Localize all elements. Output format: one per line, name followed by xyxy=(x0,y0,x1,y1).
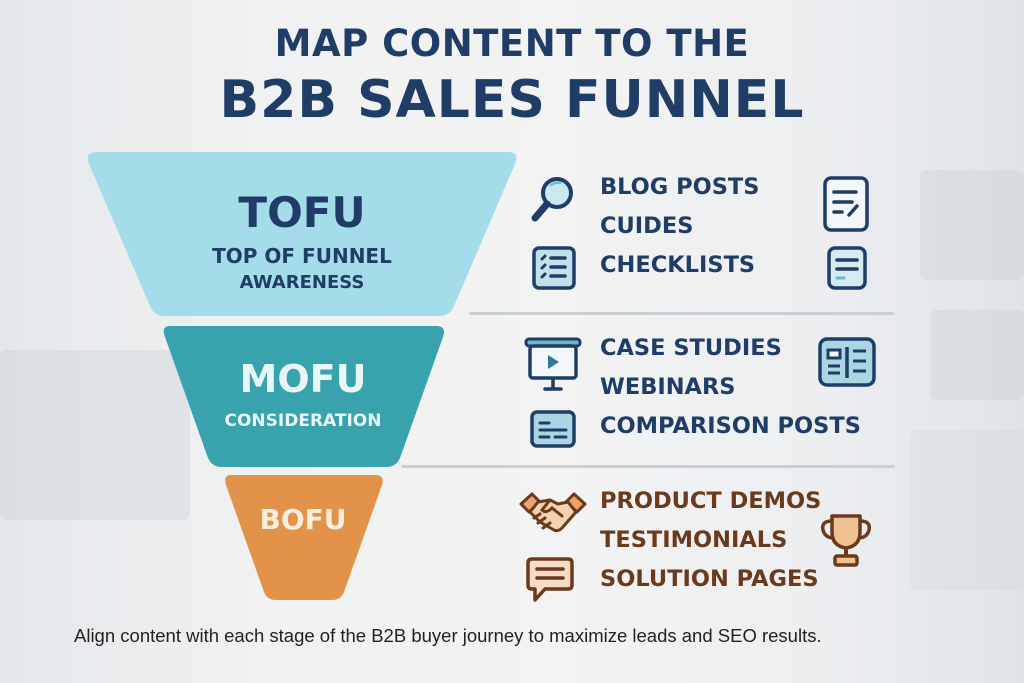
background-decoration xyxy=(930,310,1024,400)
footer-caption: Align content with each stage of the B2B… xyxy=(74,625,822,646)
handshake-icon xyxy=(519,492,587,533)
document-edit-icon xyxy=(823,176,869,232)
mofu-name: MOFU xyxy=(239,357,367,401)
text-block-icon xyxy=(530,410,576,448)
mofu-item: CASE STUDIES xyxy=(600,335,782,361)
mofu-label: MOFU CONSIDERATION xyxy=(170,356,436,434)
magnifier-icon xyxy=(531,177,573,222)
bofu-label: BOFU xyxy=(231,502,375,538)
mofu-description: CONSIDERATION xyxy=(224,411,382,431)
title-line-2: B2B SALES FUNNEL xyxy=(219,70,805,130)
checklist-icon xyxy=(532,246,576,290)
mofu-segment xyxy=(163,326,445,467)
tofu-name: TOFU xyxy=(238,188,366,237)
mofu-item: WEBINARS xyxy=(600,374,736,400)
divider-mofu-bofu xyxy=(401,465,895,468)
tofu-subtitle: TOP OF FUNNEL xyxy=(212,244,392,268)
background-decoration xyxy=(910,430,1024,590)
document-lines-icon xyxy=(827,246,867,290)
mofu-item: COMPARISON POSTS xyxy=(600,413,861,439)
background-decoration xyxy=(920,170,1024,280)
bofu-item: PRODUCT DEMOS xyxy=(600,488,822,514)
tofu-item: CHECKLISTS xyxy=(600,252,756,278)
tofu-segment xyxy=(87,152,517,316)
bofu-content-list: PRODUCT DEMOS TESTIMONIALS SOLUTION PAGE… xyxy=(600,482,821,599)
bofu-item: TESTIMONIALS xyxy=(600,527,788,553)
bofu-segment xyxy=(225,475,383,600)
chat-bubble-icon xyxy=(526,557,574,602)
tofu-item: BLOG POSTS xyxy=(600,174,760,200)
mofu-content-list: CASE STUDIES WEBINARS COMPARISON POSTS xyxy=(600,329,861,446)
trophy-icon xyxy=(820,514,872,567)
tofu-content-list: BLOG POSTS CUIDES CHECKLISTS xyxy=(600,168,760,285)
divider-tofu-mofu xyxy=(469,312,894,315)
tofu-item: CUIDES xyxy=(600,213,694,239)
layout-columns-icon xyxy=(818,337,876,387)
tofu-description: AWARENESS xyxy=(239,272,365,293)
bofu-name: BOFU xyxy=(259,503,347,536)
title-line-1: MAP CONTENT TO THE xyxy=(274,22,750,65)
tofu-label: TOFU TOP OF FUNNEL AWARENESS xyxy=(150,188,454,296)
bofu-item: SOLUTION PAGES xyxy=(600,566,819,592)
background-decoration xyxy=(0,350,190,520)
presentation-play-icon xyxy=(524,337,582,391)
